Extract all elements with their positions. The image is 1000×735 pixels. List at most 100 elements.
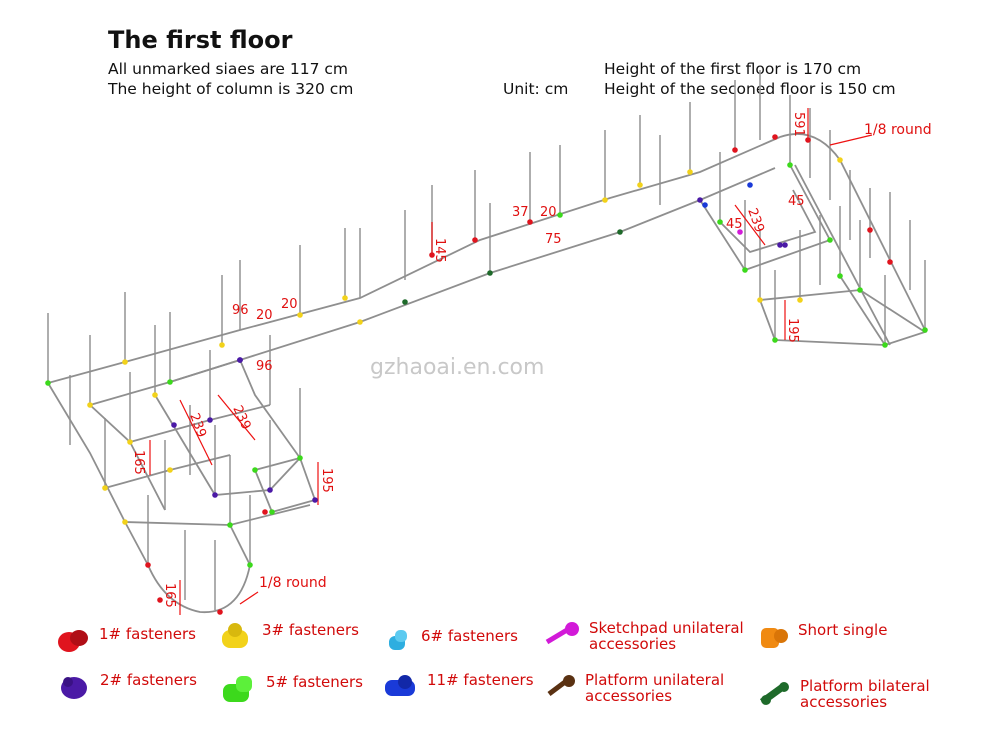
fastener-11-icon — [385, 675, 415, 696]
fastener-marker — [167, 467, 173, 473]
fastener-marker — [219, 342, 225, 348]
watermark: gzhaoai.en.com — [370, 355, 545, 380]
dim-96-bottom: 96 — [256, 359, 273, 374]
platform-unilateral-icon — [547, 675, 575, 696]
fastener-marker — [297, 455, 303, 461]
legend-label: 6# fasteners — [421, 627, 518, 645]
fastener-6-icon — [389, 630, 407, 650]
legend-label: 1# fasteners — [99, 625, 196, 643]
note-unit: Unit: cm — [503, 80, 569, 98]
fastener-marker — [45, 380, 51, 386]
fastener-marker — [827, 237, 833, 243]
fastener-marker — [867, 227, 873, 233]
fastener-marker — [922, 327, 928, 333]
fastener-marker — [857, 287, 863, 293]
legend-fastener-3: 3# fasteners — [218, 622, 359, 654]
fastener-marker — [402, 299, 408, 305]
dim-45-right: 45 — [788, 194, 805, 209]
fastener-marker — [145, 562, 151, 568]
fastener-marker — [687, 169, 693, 175]
fastener-marker — [212, 492, 218, 498]
note-second-floor-height: Height of the seconed floor is 150 cm — [604, 80, 896, 98]
fastener-marker — [557, 212, 563, 218]
fastener-marker — [837, 273, 843, 279]
dim-165-left: 165 — [131, 450, 146, 475]
fastener-marker — [342, 295, 348, 301]
legend-platform-bilateral: Platform bilateral accessories — [758, 678, 930, 710]
round-label-top: 1/8 round — [864, 122, 932, 138]
platform-bilateral-icon — [759, 682, 789, 705]
legend-fastener-5: 5# fasteners — [220, 674, 363, 708]
fastener-marker — [127, 439, 133, 445]
page-title: The first floor — [108, 26, 293, 54]
dim-37: 37 — [512, 205, 529, 220]
dim-239-left-b: 239 — [229, 403, 253, 432]
fastener-marker — [269, 509, 275, 515]
note-column-height: The height of column is 320 cm — [108, 80, 354, 98]
fastener-marker — [262, 509, 268, 515]
dimension-lines — [149, 108, 873, 615]
fastener-marker — [717, 219, 723, 225]
fastener-marker — [882, 342, 888, 348]
fastener-marker — [757, 297, 763, 303]
fastener-marker — [697, 197, 703, 203]
fastener-marker — [429, 252, 435, 258]
legend-short-single: Short single — [758, 622, 887, 652]
dim-20-mid: 20 — [256, 308, 273, 323]
fastener-marker — [777, 242, 783, 248]
fastener-marker — [357, 319, 363, 325]
legend-fastener-11: 11# fasteners — [383, 672, 534, 700]
fastener-marker — [732, 147, 738, 153]
fastener-marker — [252, 467, 258, 473]
fastener-marker — [152, 392, 158, 398]
sketchpad-unilateral-icon — [545, 622, 579, 645]
legend-label: 3# fasteners — [262, 621, 359, 639]
legend-label: 5# fasteners — [266, 673, 363, 691]
fastener-marker — [487, 270, 493, 276]
dim-239-right: 239 — [744, 206, 767, 234]
fastener-2-icon — [61, 677, 87, 699]
fastener-marker — [742, 267, 748, 273]
fastener-markers — [45, 134, 928, 615]
legend-label: Platform bilateral accessories — [800, 677, 930, 711]
fastener-marker — [297, 312, 303, 318]
fastener-marker — [267, 487, 273, 493]
fastener-marker — [122, 519, 128, 525]
legend-sketchpad-unilateral: Sketchpad unilateral accessories — [545, 620, 744, 652]
fastener-marker — [312, 497, 318, 503]
fastener-marker — [797, 297, 803, 303]
fastener-marker — [217, 609, 223, 615]
fastener-marker — [782, 242, 788, 248]
legend-label: 2# fasteners — [100, 671, 197, 689]
dim-45-left: 45 — [726, 217, 743, 232]
fastener-marker — [747, 182, 753, 188]
dim-20-mid2: 20 — [281, 297, 298, 312]
fastener-marker — [737, 229, 743, 235]
dim-195-left: 195 — [319, 468, 334, 493]
dim-75: 75 — [545, 232, 562, 247]
dim-96-top: 96 — [232, 303, 249, 318]
dim-20-top: 20 — [540, 205, 557, 220]
short-single-icon — [761, 628, 788, 648]
fastener-marker — [87, 402, 93, 408]
fastener-marker — [617, 229, 623, 235]
fastener-3-icon — [222, 623, 248, 648]
dim-145: 145 — [432, 238, 447, 263]
fastener-marker — [472, 237, 478, 243]
fastener-marker — [787, 162, 793, 168]
dim-195-right: 195 — [785, 318, 800, 343]
fastener-marker — [227, 522, 233, 528]
legend-label: Sketchpad unilateral accessories — [589, 619, 744, 653]
dim-165-bottom: 165 — [162, 583, 177, 608]
fastener-marker — [602, 197, 608, 203]
fastener-marker — [527, 219, 533, 225]
fastener-marker — [122, 359, 128, 365]
fastener-marker — [637, 182, 643, 188]
round-label-bottom: 1/8 round — [259, 575, 327, 591]
fastener-marker — [167, 379, 173, 385]
legend-fastener-2: 2# fasteners — [58, 672, 197, 702]
legend-fastener-6: 6# fasteners — [385, 628, 518, 656]
fastener-marker — [702, 202, 708, 208]
fastener-marker — [157, 597, 163, 603]
